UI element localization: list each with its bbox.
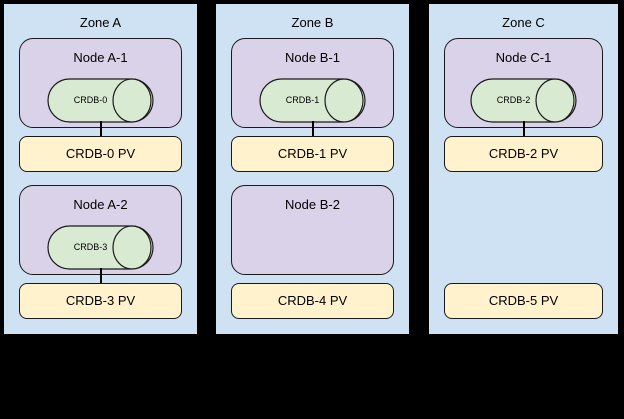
crdb-3-pv-label: CRDB-3 PV <box>65 293 136 308</box>
crdb-0-pod-label: CRDB-0 <box>73 95 108 105</box>
crdb-0-pod-cylinder: CRDB-0 <box>46 78 154 123</box>
crdb-0-pv-box: CRDB-0 PV <box>19 136 182 172</box>
node-a1-label: Node A-1 <box>73 50 128 65</box>
crdb-2-pv-box: CRDB-2 PV <box>444 136 603 172</box>
crdb-2-pod-cylinder: CRDB-2 <box>469 78 577 123</box>
node-b1-label: Node B-1 <box>285 50 340 65</box>
node-a2-label: Node A-2 <box>73 197 128 212</box>
zone-b-label: Zone B <box>291 15 334 30</box>
node-a2-box: Node A-2 CRDB-3 <box>19 185 182 275</box>
crdb-2-pod-label: CRDB-2 <box>496 95 531 105</box>
pod-to-pv-connector <box>99 121 102 138</box>
crdb-1-pv-box: CRDB-1 PV <box>231 136 394 172</box>
node-a1-box: Node A-1 CRDB-0 <box>19 38 182 128</box>
cylinder-shape-icon <box>46 78 154 123</box>
zone-c-label: Zone C <box>502 15 545 30</box>
zone-a-panel: Zone A Node A-1 CRDB-0 CRDB-0 PV Node A-… <box>2 2 199 336</box>
crdb-3-pod-cylinder: CRDB-3 <box>46 225 154 270</box>
crdb-4-pv-label: CRDB-4 PV <box>277 293 348 308</box>
pod-to-pv-connector <box>522 121 525 138</box>
node-b1-box: Node B-1 CRDB-1 <box>231 38 394 128</box>
node-c1-label: Node C-1 <box>495 50 552 65</box>
node-b2-label: Node B-2 <box>285 197 340 212</box>
zone-c-panel: Zone C Node C-1 CRDB-2 CRDB-2 PV CRDB-5 … <box>427 2 620 336</box>
crdb-1-pod-label: CRDB-1 <box>285 95 320 105</box>
crdb-2-pv-label: CRDB-2 PV <box>488 146 559 161</box>
crdb-5-pv-label: CRDB-5 PV <box>488 293 559 308</box>
crdb-3-pv-box: CRDB-3 PV <box>19 283 182 319</box>
crdb-0-pv-label: CRDB-0 PV <box>65 146 136 161</box>
pod-to-pv-connector <box>99 268 102 285</box>
cylinder-shape-icon <box>46 225 154 270</box>
crdb-4-pv-box: CRDB-4 PV <box>231 283 394 319</box>
crdb-3-pod-label: CRDB-3 <box>73 242 108 252</box>
node-b2-box: Node B-2 <box>231 185 394 275</box>
crdb-5-pv-box: CRDB-5 PV <box>444 283 603 319</box>
crdb-1-pv-label: CRDB-1 PV <box>277 146 348 161</box>
pod-to-pv-connector <box>311 121 314 138</box>
zone-a-label: Zone A <box>79 15 122 30</box>
zone-b-panel: Zone B Node B-1 CRDB-1 CRDB-1 PV Node B-… <box>214 2 411 336</box>
crdb-1-pod-cylinder: CRDB-1 <box>258 78 366 123</box>
node-c1-box: Node C-1 CRDB-2 <box>444 38 603 128</box>
cylinder-shape-icon <box>258 78 366 123</box>
